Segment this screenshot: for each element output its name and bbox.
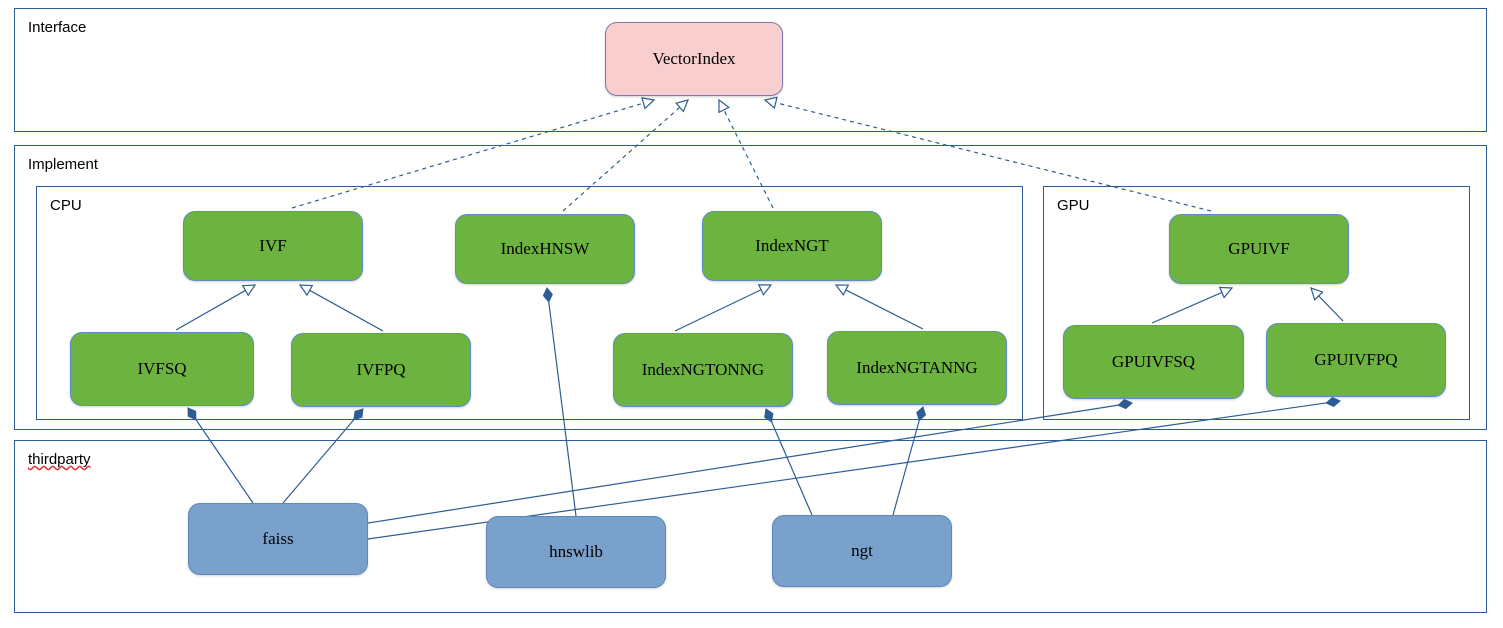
group-label-interface: Interface [28, 19, 87, 36]
node-indexngtanng[interactable]: IndexNGTANNG [827, 331, 1007, 405]
node-gpuivfsq[interactable]: GPUIVFSQ [1063, 325, 1244, 399]
node-indexngtonng[interactable]: IndexNGTONNG [613, 333, 793, 407]
node-ngt[interactable]: ngt [772, 515, 952, 587]
group-cpu [36, 186, 1023, 420]
group-implement [14, 145, 1487, 430]
node-faiss[interactable]: faiss [188, 503, 368, 575]
node-hnswlib[interactable]: hnswlib [486, 516, 666, 588]
group-gpu [1043, 186, 1470, 420]
group-interface [14, 8, 1487, 132]
node-ivf[interactable]: IVF [183, 211, 363, 281]
group-label-cpu: CPU [50, 197, 82, 214]
node-ivfpq[interactable]: IVFPQ [291, 333, 471, 407]
group-label-implement: Implement [28, 156, 99, 173]
node-ivfsq[interactable]: IVFSQ [70, 332, 254, 406]
node-indexhnsw[interactable]: IndexHNSW [455, 214, 635, 284]
group-label-gpu: GPU [1057, 197, 1090, 214]
node-gpuivf[interactable]: GPUIVF [1169, 214, 1349, 284]
node-gpuivfpq[interactable]: GPUIVFPQ [1266, 323, 1446, 397]
group-thirdparty [14, 440, 1487, 613]
node-vectorindex[interactable]: VectorIndex [605, 22, 783, 96]
group-label-thirdparty: thirdparty [28, 451, 91, 468]
node-indexngt[interactable]: IndexNGT [702, 211, 882, 281]
